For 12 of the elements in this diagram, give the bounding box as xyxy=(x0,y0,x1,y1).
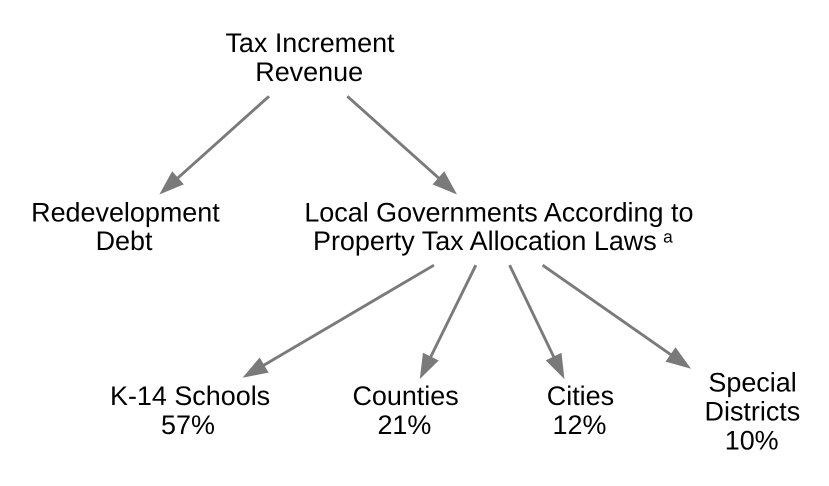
arrow xyxy=(159,95,270,195)
arrow xyxy=(420,264,478,380)
arrow xyxy=(242,264,435,378)
node-text: Special Districts 10% xyxy=(704,368,800,456)
node-text: Cities 12% xyxy=(546,381,614,440)
node-text: Tax Increment Revenue xyxy=(225,28,395,87)
node-text: Counties 21% xyxy=(352,381,459,440)
node-text: Redevelopment Debt xyxy=(31,197,220,256)
node-text: K-14 Schools 57% xyxy=(110,381,270,440)
arrow xyxy=(346,95,458,195)
arrow xyxy=(542,264,692,369)
arrow xyxy=(508,264,564,380)
